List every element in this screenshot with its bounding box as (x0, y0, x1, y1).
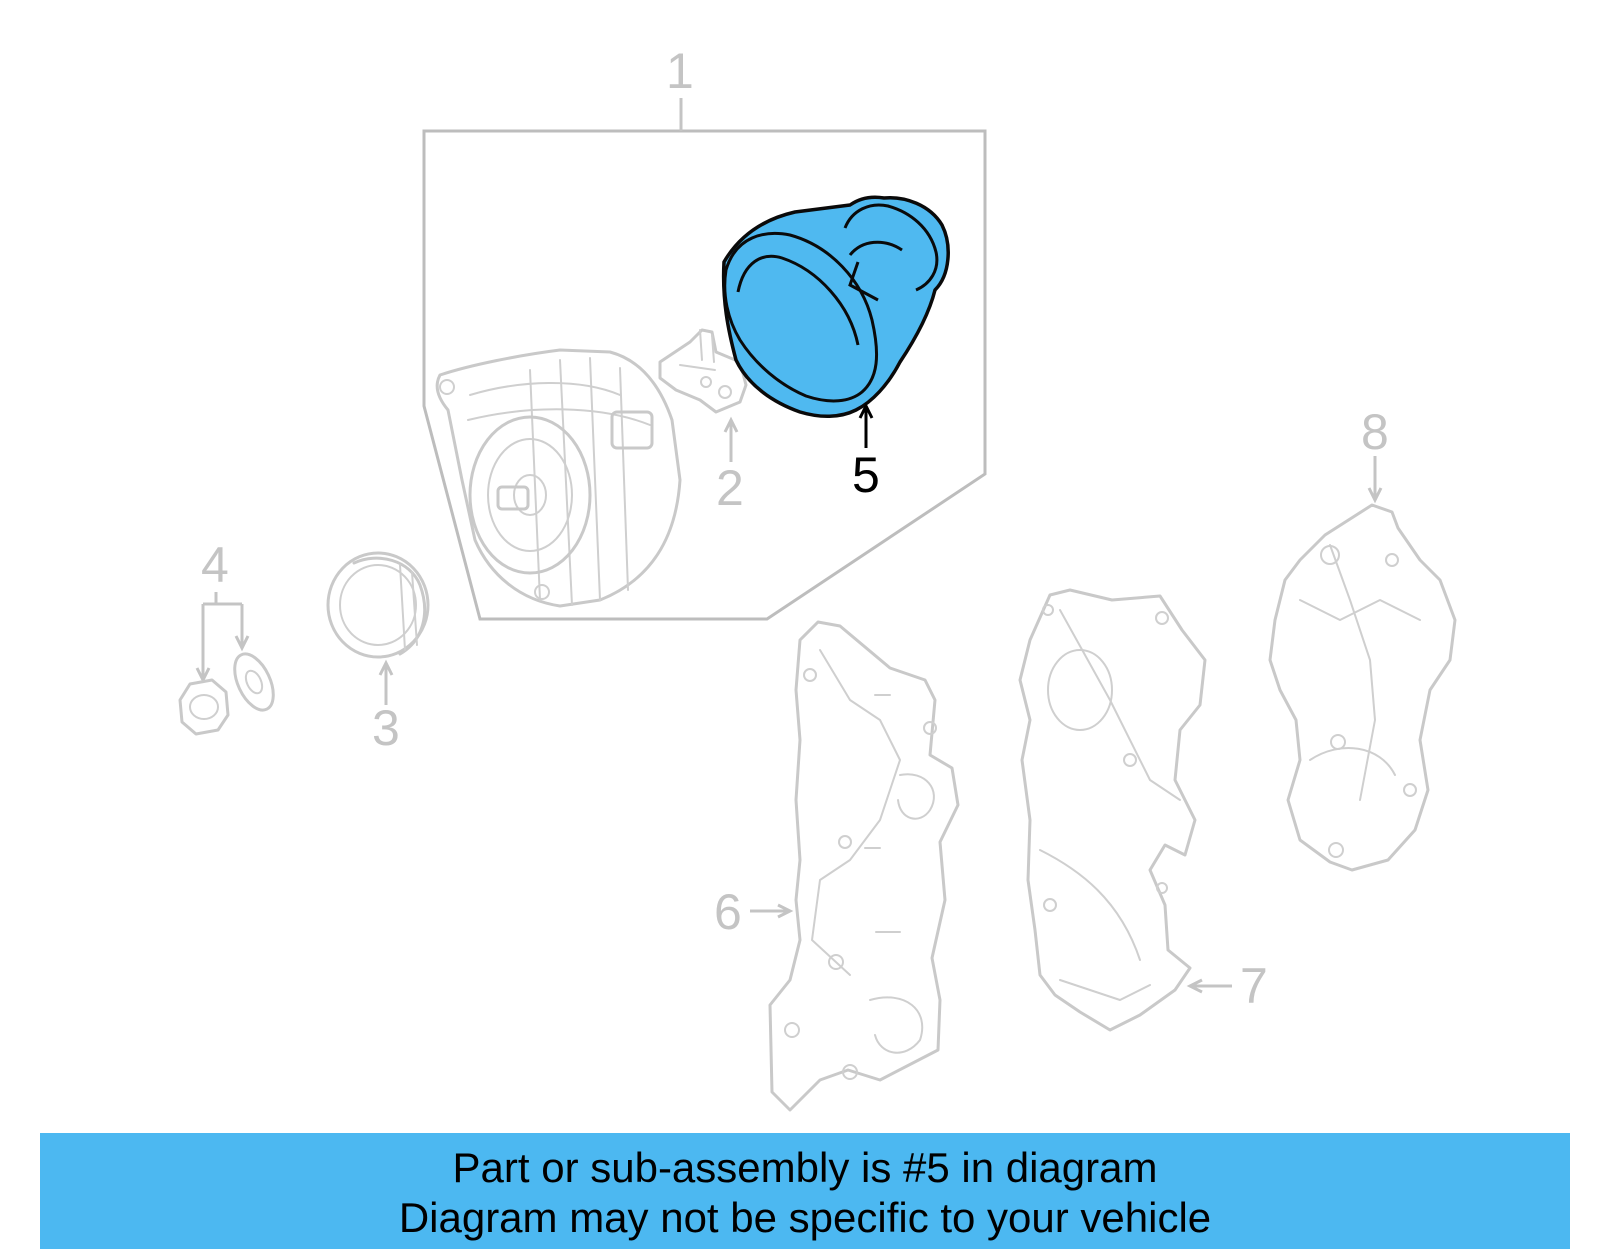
callout-8[interactable]: 8 (1361, 404, 1389, 460)
callout-4[interactable]: 4 (201, 537, 229, 593)
alternator-drawing[interactable] (435, 348, 682, 608)
part-5-body (721, 195, 950, 418)
callout-7-arrow (1186, 978, 1203, 994)
banner-line-2: Diagram may not be specific to your vehi… (398, 1194, 1212, 1241)
nut-drawing[interactable] (178, 678, 230, 736)
washer-drawing[interactable] (227, 648, 281, 716)
callout-5-arrow (858, 402, 874, 419)
callout-8-arrow (1367, 487, 1383, 504)
regulator-drawing[interactable] (658, 328, 748, 414)
callout-5[interactable]: 5 (852, 447, 880, 503)
bracket-8-drawing[interactable] (1268, 503, 1457, 872)
bracket-7-drawing[interactable] (1018, 588, 1207, 1032)
callout-1[interactable]: 1 (666, 43, 694, 99)
callout-4-leader (201, 592, 244, 680)
part-5-highlighted[interactable] (721, 195, 950, 418)
callout-2-arrow (723, 416, 739, 433)
callout-2[interactable]: 2 (716, 460, 744, 516)
callout-7[interactable]: 7 (1240, 958, 1268, 1014)
assembly-box (422, 129, 987, 621)
pulley-drawing[interactable] (326, 551, 430, 659)
callout-3-arrow (378, 659, 394, 676)
bracket-6-drawing[interactable] (768, 620, 960, 1112)
info-banner: Part or sub-assembly is #5 in diagram Di… (40, 1133, 1570, 1249)
callout-6-arrow (777, 903, 794, 919)
callout-4-arrow-a (195, 667, 211, 684)
callout-4-arrow-b (234, 635, 250, 652)
callout-3[interactable]: 3 (372, 700, 400, 756)
banner-line-1: Part or sub-assembly is #5 in diagram (452, 1144, 1158, 1191)
callout-6[interactable]: 6 (714, 884, 742, 940)
